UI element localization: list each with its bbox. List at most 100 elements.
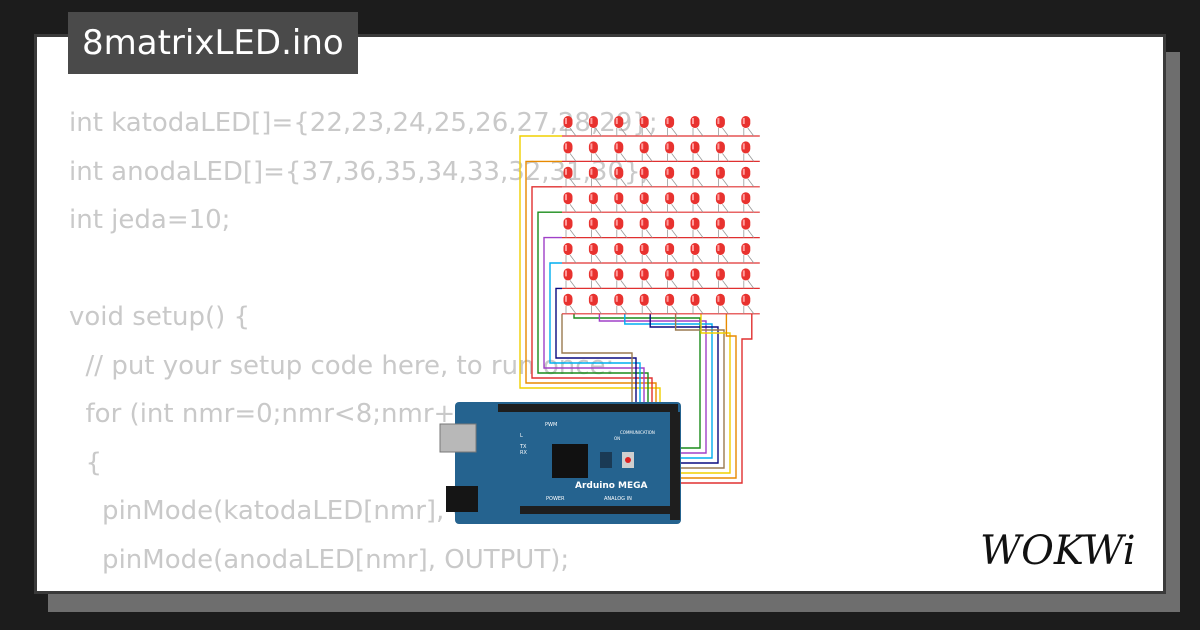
led[interactable] <box>588 166 602 188</box>
led-highlight <box>615 118 618 124</box>
top-header <box>498 404 678 412</box>
led[interactable] <box>639 293 653 315</box>
arduino-board[interactable]: PWM COMMUNICATION ON L TX RX Arduino MEG… <box>439 402 681 524</box>
led-highlight <box>666 219 669 226</box>
on-label: ON <box>614 436 620 441</box>
led[interactable] <box>614 192 628 213</box>
led-highlight <box>641 143 644 150</box>
led[interactable] <box>665 166 678 188</box>
led-body <box>741 217 751 230</box>
led[interactable] <box>563 116 577 137</box>
led[interactable] <box>715 192 729 213</box>
led-body <box>563 217 573 230</box>
led-body <box>588 268 598 281</box>
led[interactable] <box>588 293 602 315</box>
led[interactable] <box>639 166 653 188</box>
led[interactable] <box>665 217 678 238</box>
led-leg <box>747 178 755 188</box>
led-body <box>588 243 598 255</box>
led[interactable] <box>614 217 628 238</box>
led[interactable] <box>614 243 628 264</box>
led-body <box>741 243 751 255</box>
led[interactable] <box>715 166 729 188</box>
led[interactable] <box>614 268 628 289</box>
led[interactable] <box>588 116 602 137</box>
led[interactable] <box>741 116 755 137</box>
led[interactable] <box>563 166 577 188</box>
led-leg <box>569 280 577 289</box>
led[interactable] <box>690 268 704 289</box>
led[interactable] <box>639 217 653 238</box>
led[interactable] <box>614 141 628 162</box>
led[interactable] <box>563 141 577 162</box>
led[interactable] <box>639 192 653 213</box>
project-title: 8matrixLED.ino <box>68 12 358 74</box>
led[interactable] <box>563 217 577 238</box>
icsp-header <box>600 452 612 468</box>
led[interactable] <box>741 293 755 315</box>
led[interactable] <box>639 268 653 289</box>
led-highlight <box>692 245 694 251</box>
led[interactable] <box>715 116 729 137</box>
led-highlight <box>692 295 694 302</box>
led[interactable] <box>563 293 577 315</box>
side-header <box>670 412 680 520</box>
led[interactable] <box>690 217 704 238</box>
led[interactable] <box>614 293 628 315</box>
led-body <box>665 166 675 179</box>
led[interactable] <box>715 243 729 264</box>
led[interactable] <box>690 243 704 264</box>
led[interactable] <box>741 192 755 213</box>
led[interactable] <box>665 268 678 289</box>
led[interactable] <box>715 268 729 289</box>
led-highlight <box>641 270 644 277</box>
led-body <box>639 166 649 179</box>
led[interactable] <box>639 243 653 264</box>
led-leg <box>620 254 628 264</box>
led[interactable] <box>614 166 628 188</box>
led-highlight <box>666 245 669 251</box>
led-highlight <box>717 295 720 302</box>
led[interactable] <box>690 116 704 137</box>
led[interactable] <box>690 141 704 162</box>
led-leg <box>671 153 678 162</box>
led[interactable] <box>588 243 602 264</box>
led-leg <box>595 229 602 238</box>
led[interactable] <box>690 192 704 213</box>
led-body <box>690 217 700 230</box>
led[interactable] <box>588 192 602 213</box>
led[interactable] <box>665 243 678 264</box>
led[interactable] <box>665 293 678 315</box>
led-body <box>588 116 598 128</box>
led[interactable] <box>588 268 602 289</box>
led[interactable] <box>614 116 628 137</box>
led-highlight <box>615 219 618 226</box>
led[interactable] <box>665 192 678 213</box>
led-body <box>563 116 573 128</box>
led[interactable] <box>588 217 602 238</box>
led[interactable] <box>639 141 653 162</box>
led[interactable] <box>715 141 729 162</box>
led-leg <box>722 229 729 238</box>
led[interactable] <box>563 192 577 213</box>
led-body <box>715 217 725 230</box>
led[interactable] <box>741 141 755 162</box>
led-body <box>614 166 624 179</box>
led[interactable] <box>741 268 755 289</box>
led[interactable] <box>639 116 653 137</box>
led[interactable] <box>690 166 704 188</box>
led-body <box>665 192 675 205</box>
led[interactable] <box>563 243 577 264</box>
led-leg <box>722 153 729 162</box>
led[interactable] <box>690 293 704 315</box>
led-body <box>690 243 700 255</box>
led[interactable] <box>563 268 577 289</box>
led[interactable] <box>741 166 755 188</box>
led[interactable] <box>715 217 729 238</box>
led[interactable] <box>715 293 729 315</box>
led[interactable] <box>665 116 678 137</box>
led[interactable] <box>741 243 755 264</box>
led[interactable] <box>588 141 602 162</box>
led[interactable] <box>741 217 755 238</box>
led[interactable] <box>665 141 678 162</box>
